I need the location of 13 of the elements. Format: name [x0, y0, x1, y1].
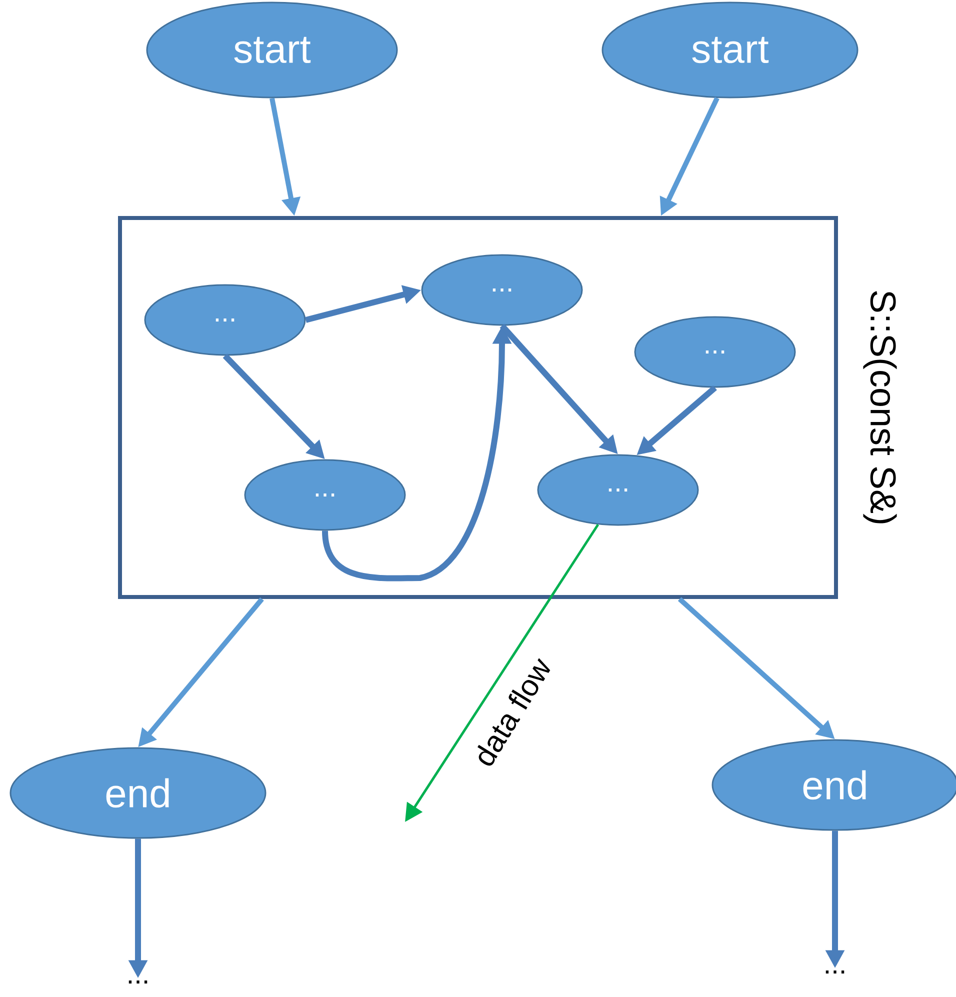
oval-node: end — [712, 739, 956, 831]
frame-box — [118, 216, 838, 599]
oval-node: ... — [421, 254, 583, 326]
oval-node: end — [10, 747, 266, 839]
oval-node: ... — [244, 459, 406, 531]
oval-node: ... — [144, 284, 306, 356]
ellipsis-text: ... — [128, 980, 148, 984]
ellipsis-text: ... — [826, 970, 844, 974]
oval-node: ... — [537, 454, 699, 526]
oval-node: start — [146, 2, 398, 98]
oval-node: ... — [634, 316, 796, 388]
side-label: S::S(const S&) — [863, 291, 897, 524]
oval-node: start — [602, 2, 858, 98]
